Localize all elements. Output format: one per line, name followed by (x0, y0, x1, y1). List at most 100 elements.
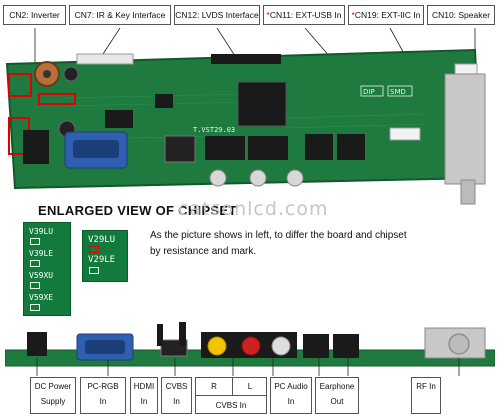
label-line: Out (330, 397, 344, 406)
label-line: In (99, 397, 107, 406)
marker-box (38, 93, 76, 105)
label-text: CN10: Speaker (431, 10, 491, 20)
label-line: In (287, 397, 295, 406)
label-cvbs-group: R L CVBS In (195, 377, 267, 414)
label-cn10-speaker: CN10: Speaker (427, 5, 495, 25)
lvds-connector (211, 54, 281, 64)
rca-white-jack (271, 336, 291, 356)
label-line: RF In (416, 382, 436, 391)
label-text: CN7: IR & Key Interface (74, 10, 166, 20)
av-jack-block (205, 136, 245, 160)
rca-jack (249, 169, 267, 187)
side-board-photo (5, 322, 495, 376)
label-line: PC-RGB (87, 382, 119, 391)
tuner-shield (444, 73, 486, 185)
label-line: In (173, 397, 180, 406)
pointer-lines (36, 358, 460, 376)
asterisk: * (351, 10, 355, 20)
rf-connector (448, 333, 470, 355)
label-cvbs: CVBS In (161, 377, 192, 414)
label-hdmi: HDMI In (130, 377, 158, 414)
label-cn11-usb: *CN11: EXT-USB In (263, 5, 345, 25)
chipset-closeup-left: V39LU V39LE V59XU V59XE (23, 222, 71, 316)
small-chip (105, 110, 133, 128)
label-cvbs-in: CVBS In (215, 401, 247, 410)
main-board-photo: T.VST29.03 DIP SMD (5, 28, 486, 205)
chip-marking: T.VST29.03 (193, 126, 235, 134)
label-line: In (140, 397, 148, 406)
group-divider (232, 378, 233, 395)
chip-mark (89, 267, 99, 274)
chip-code: V59XU (29, 271, 54, 280)
chipset-description: As the picture shows in left, to differ … (150, 228, 490, 260)
rf-connector (460, 179, 476, 205)
audio-jack (305, 134, 333, 160)
dc-jack (27, 332, 47, 356)
label-text: CN11: EXT-USB In (269, 10, 342, 20)
label-pc-audio: PC Audio In (270, 377, 312, 414)
label-line: HDMI (133, 382, 155, 391)
audio-jack (337, 134, 365, 160)
label-l: L (247, 382, 253, 391)
silk-dip: DIP (363, 88, 375, 96)
chip-mark (30, 238, 40, 245)
chip-code: V39LE (29, 249, 54, 258)
chip-mark (30, 260, 40, 267)
rca-jack (209, 169, 227, 187)
small-chip (155, 94, 173, 108)
asterisk: * (266, 10, 270, 20)
label-cn12-lvds: CN12: LVDS Interface (174, 5, 260, 25)
chipset-headline: ENLARGED VIEW OF CHIPSET (38, 203, 237, 218)
vga-pins (85, 340, 125, 354)
av-jack-block (248, 136, 288, 160)
rca-red-jack (241, 336, 261, 356)
label-text: CN12: LVDS Interface (175, 10, 259, 20)
watermark-text: catsonlcd.com (178, 198, 329, 220)
label-line: PC Audio (274, 382, 308, 391)
vga-pins (73, 140, 119, 158)
label-line: Supply (40, 397, 66, 406)
pc-audio-jack (303, 334, 329, 358)
rca-yellow-jack (207, 336, 227, 356)
capacitor (63, 66, 79, 82)
speaker-connector (454, 63, 478, 75)
label-line: DC Power (34, 382, 72, 391)
chip-code: V39LU (29, 227, 54, 236)
description-line: As the picture shows in left, to differ … (150, 230, 407, 241)
chip-code: V29LU (88, 235, 116, 245)
label-rf-in: RF In (411, 377, 441, 414)
label-dc-power: DC Power Supply (30, 377, 76, 414)
earphone-jack (333, 334, 359, 358)
label-text: CN19: EXT-IIC In (354, 10, 421, 20)
chipset-closeup-right: V29LU V29LE (82, 230, 128, 282)
ir-key-connector (76, 53, 134, 65)
capacitor (179, 322, 186, 346)
silk-smd-box (387, 85, 413, 97)
chip-mark (30, 282, 40, 289)
chip-code: V59XE (29, 293, 54, 302)
dc-jack (23, 130, 49, 164)
label-cn2-inverter: CN2: Inverter (3, 5, 66, 25)
label-cn19-iic: *CN19: EXT-IIC In (348, 5, 424, 25)
rca-jack (286, 169, 304, 187)
marker-box (8, 73, 32, 97)
usb-header (389, 127, 421, 141)
label-line: Earphone (319, 382, 355, 391)
main-chip (237, 81, 287, 127)
label-r: R (211, 382, 217, 391)
chip-mark (30, 304, 40, 311)
label-line: CVBS (165, 382, 188, 391)
capacitor (157, 324, 163, 346)
silk-dip-box (360, 85, 384, 97)
group-divider (196, 395, 266, 396)
chip-code: V29LE (88, 255, 116, 265)
silk-smd: SMD (390, 88, 406, 96)
hdmi-port (164, 135, 196, 163)
inductor-core (43, 70, 51, 78)
label-cn7-ir-key: CN7: IR & Key Interface (69, 5, 171, 25)
chip-mark-highlighted (89, 246, 99, 253)
label-pc-rgb: PC-RGB In (80, 377, 126, 414)
description-line: by resistance and mark. (150, 246, 257, 257)
label-earphone: Earphone Out (315, 377, 359, 414)
label-text: CN2: Inverter (9, 10, 60, 20)
